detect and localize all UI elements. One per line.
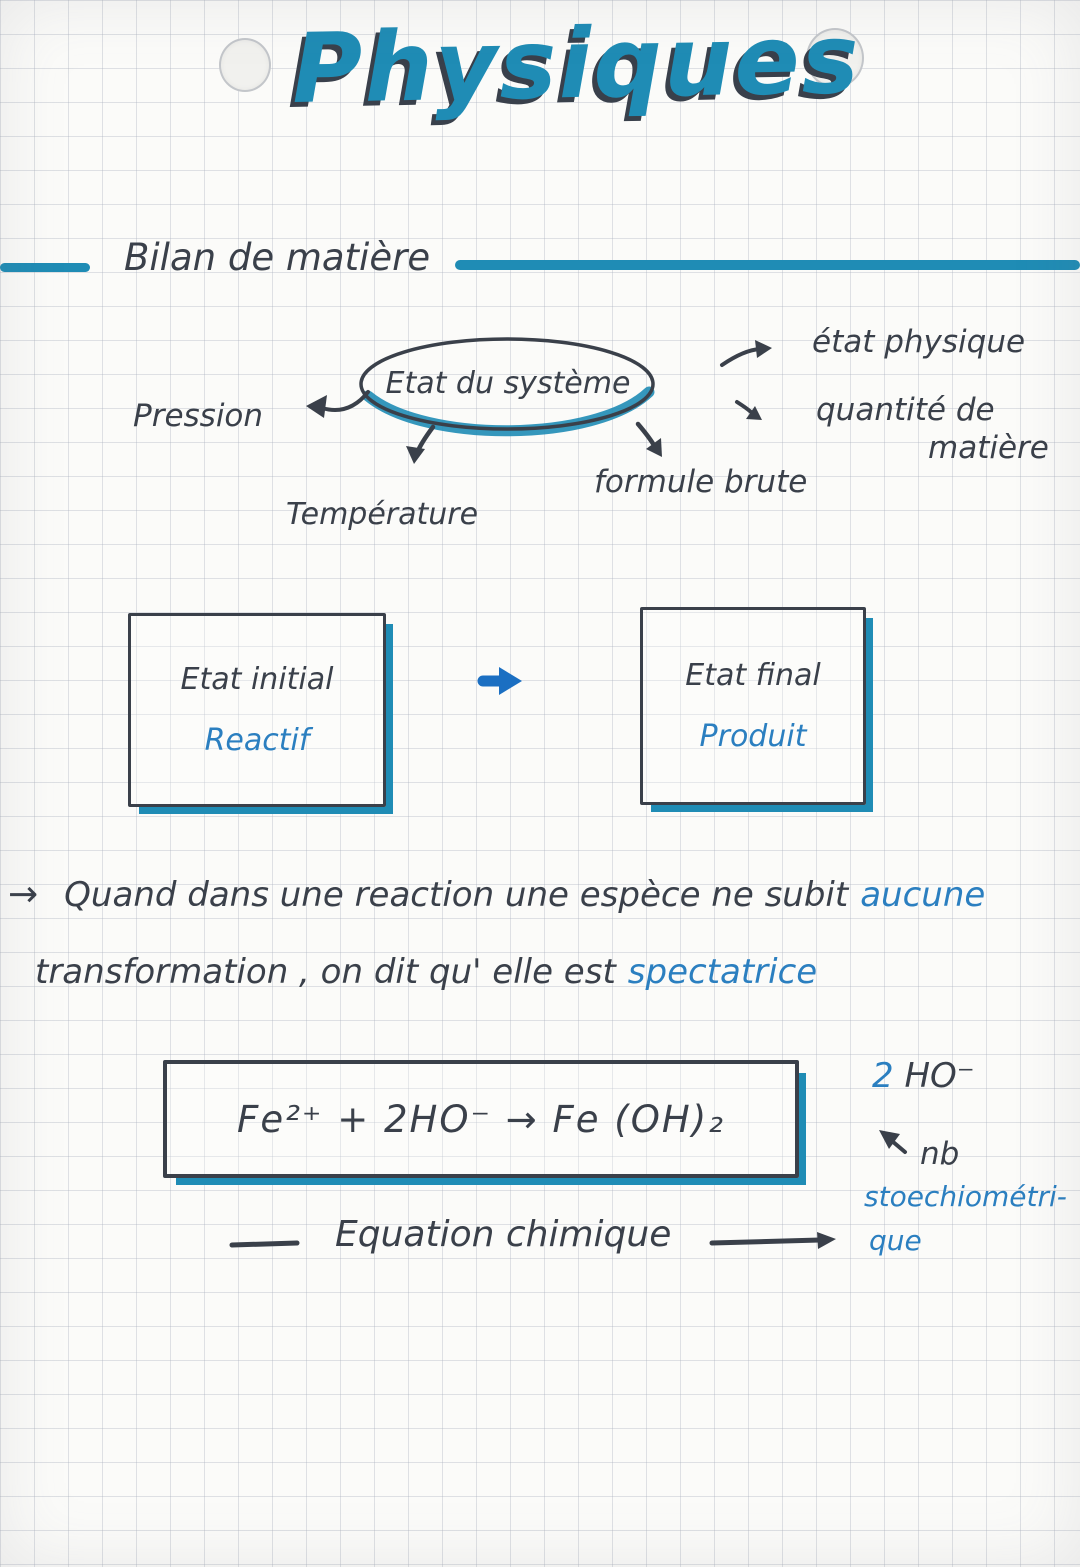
mindmap-node-pression: Pression [133, 398, 264, 434]
section-heading: Bilan de matière [124, 236, 431, 279]
arrow-to-pression [306, 390, 370, 418]
heading-rule-right [455, 260, 1080, 270]
annotation-stoechiometrique-line1: stoechiométri- [864, 1180, 1067, 1213]
caption-dash-left [229, 1240, 300, 1248]
nb-pointer-arrow [879, 1130, 907, 1154]
annotation-formula: HO⁻ [904, 1056, 975, 1096]
initial-state-label: Reactif [204, 723, 310, 758]
chemical-equation: Fe²⁺ + 2HO⁻ → Fe (OH)₂ [237, 1097, 725, 1141]
note-line-1-highlight: aucune [860, 875, 986, 915]
final-state-title: Etat final [685, 658, 821, 693]
caption-dash-right [709, 1232, 836, 1249]
annotation-nb: nb [920, 1136, 960, 1172]
heading-rule-left [0, 263, 90, 272]
arrow-to-etat-physique [720, 340, 772, 367]
equation-caption: Equation chimique [335, 1214, 672, 1255]
annotation-species: 2 HO⁻ [872, 1056, 975, 1096]
page-title: Physiques [291, 3, 862, 125]
hole-punch-right [806, 28, 864, 88]
note-bullet-arrow-icon: → [8, 874, 39, 915]
arrow-to-formule-brute [635, 421, 662, 457]
mindmap-node-etat-physique: état physique [812, 324, 1026, 360]
note-line-1-text: Quand dans une reaction une espèce ne su… [64, 875, 849, 915]
transform-arrow [477, 667, 522, 695]
hole-punch-left [219, 38, 271, 92]
final-state-box: Etat final Produit [640, 607, 866, 805]
mindmap-node-matiere: matière [928, 430, 1049, 466]
annotation-stoechiometrique-line2: que [869, 1224, 922, 1257]
note-line-2-highlight: spectatrice [627, 952, 818, 992]
mindmap-center-node: Etat du système [385, 366, 631, 401]
mindmap-node-temperature: Température [286, 497, 479, 532]
initial-state-box: Etat initial Reactif [128, 613, 386, 807]
note-line-2: transformation , on dit qu' elle est spec… [35, 952, 817, 992]
annotation-coeff: 2 [872, 1056, 894, 1096]
equation-box: Fe²⁺ + 2HO⁻ → Fe (OH)₂ [163, 1060, 799, 1178]
arrow-to-temperature [406, 424, 436, 464]
note-line-1: → Quand dans une reaction une espèce ne s… [8, 874, 985, 915]
arrow-to-quantite [735, 400, 762, 420]
mindmap-node-quantite-de: quantité de [816, 392, 995, 428]
note-line-2-text: transformation , on dit qu' elle est [35, 952, 616, 992]
mindmap-node-formule-brute: formule brute [594, 464, 808, 500]
initial-state-title: Etat initial [180, 662, 334, 697]
final-state-label: Produit [699, 719, 807, 754]
